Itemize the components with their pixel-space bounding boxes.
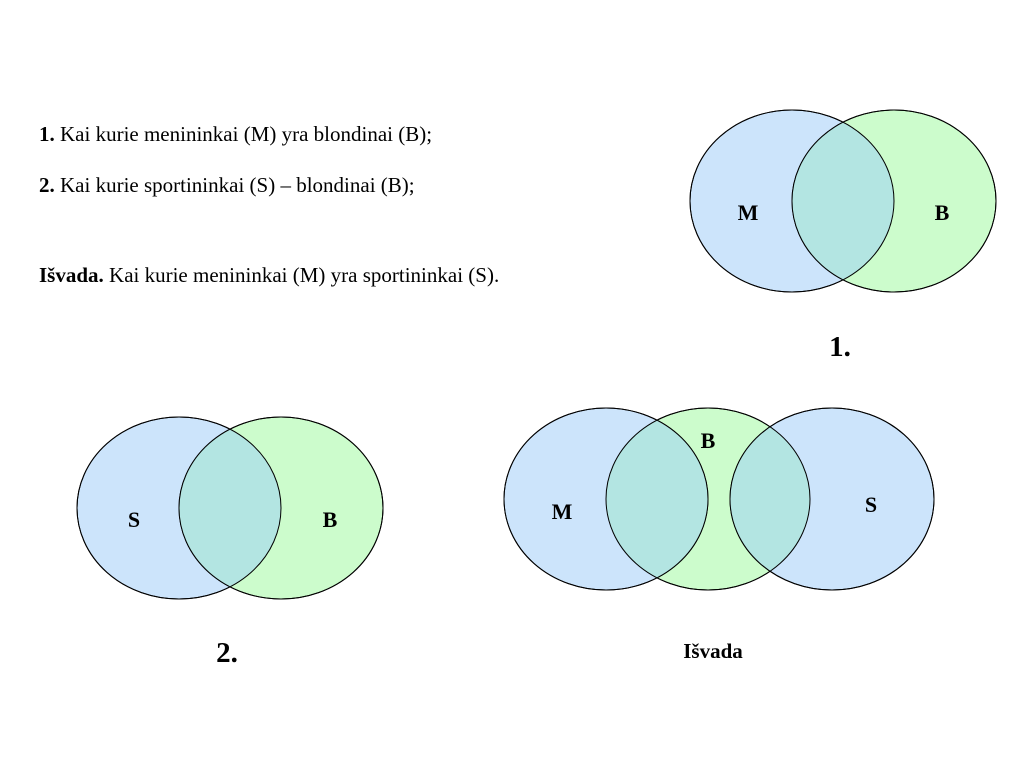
venn-diagram-conclusion: M B S Išvada	[503, 407, 935, 663]
set-outline-b	[791, 109, 997, 293]
premise-2-text: Kai kurie sportininkai (S) – blondinai (…	[60, 173, 415, 197]
premise-1: 1. Kai kurie menininkai (M) yra blondina…	[39, 122, 432, 146]
conclusion-label: Išvada.	[39, 263, 104, 287]
set-outline-s	[729, 407, 935, 591]
diagram-caption-1: 1.	[829, 331, 851, 363]
set-outline-b	[605, 407, 811, 591]
premise-2-number: 2.	[39, 173, 55, 197]
set-label-b: B	[701, 428, 716, 453]
overlap-region-m-b	[606, 408, 708, 590]
set-outline-s	[76, 416, 282, 600]
diagram-caption-conclusion: Išvada	[683, 639, 743, 663]
overlap-region-b-s	[730, 408, 810, 590]
conclusion-text: Kai kurie menininkai (M) yra sportininka…	[109, 263, 500, 287]
venn-diagram-2: S B 2.	[76, 416, 384, 669]
set-label-b: B	[323, 507, 338, 532]
set-label-s: S	[128, 507, 140, 532]
set-label-m: M	[738, 200, 759, 225]
set-label-s: S	[865, 492, 877, 517]
premise-1-number: 1.	[39, 122, 55, 146]
set-outline-b	[178, 416, 384, 600]
premise-2: 2. Kai kurie sportininkai (S) – blondina…	[39, 173, 415, 197]
set-outline-m	[503, 407, 709, 591]
overlap-region	[179, 417, 281, 599]
conclusion: Išvada. Kai kurie menininkai (M) yra spo…	[39, 263, 499, 287]
set-label-m: M	[552, 499, 573, 524]
overlap-region	[792, 110, 894, 292]
set-label-b: B	[935, 200, 950, 225]
diagram-caption-2: 2.	[216, 637, 238, 669]
venn-diagram-1: M B 1.	[689, 109, 997, 363]
set-outline-m	[689, 109, 895, 293]
premise-1-text: Kai kurie menininkai (M) yra blondinai (…	[60, 122, 433, 146]
